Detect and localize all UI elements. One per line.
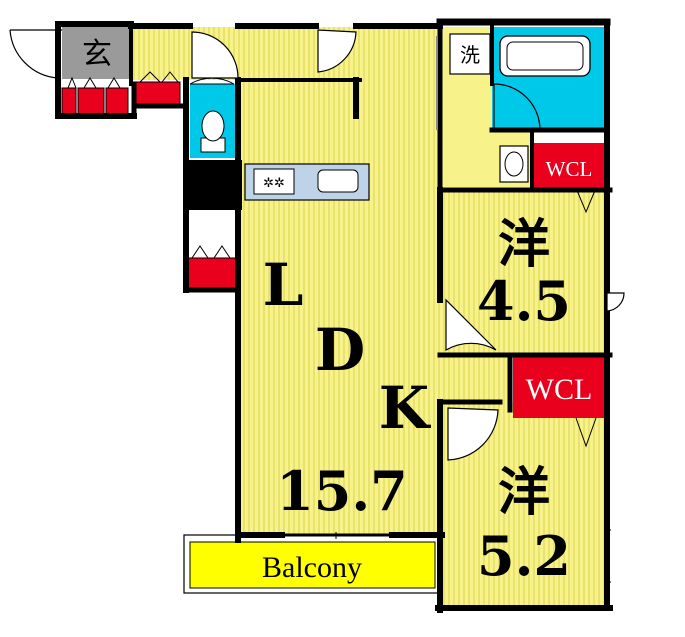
room2-size: 5.2	[477, 524, 571, 588]
room2-type: 洋	[498, 463, 550, 523]
walls	[55, 18, 613, 613]
fridge-space	[184, 160, 242, 210]
shoe-closet-1	[61, 87, 77, 115]
balcony-floor	[189, 541, 436, 589]
stove	[253, 168, 295, 195]
wcl2-box	[513, 356, 605, 418]
bathroom-door-swing	[493, 83, 541, 131]
entrance-label: 玄	[82, 37, 112, 72]
hall-closet	[135, 81, 181, 105]
toilet-icon	[200, 110, 226, 153]
wcl1-box	[534, 143, 604, 188]
bathtub	[499, 35, 591, 77]
ldk-label-l: L	[263, 251, 304, 319]
laundry-label: 洗	[460, 43, 480, 67]
ldk-size: 15.7	[276, 459, 408, 523]
window-marks	[335, 36, 611, 583]
washing-machine	[449, 33, 491, 75]
balcony-label: Balcony	[262, 551, 362, 584]
ldk-label-k: K	[379, 374, 432, 442]
wcl2-label: WCL	[526, 373, 593, 406]
ldk-closet	[187, 257, 237, 291]
room1-size: 4.5	[477, 269, 571, 333]
shoe-closet-2	[77, 87, 105, 115]
ldk-label-d: D	[315, 316, 365, 384]
room1-type: 洋	[498, 215, 550, 275]
interior-doors	[191, 29, 625, 461]
shoe-closet-3	[105, 87, 129, 115]
bathtub-inner	[506, 41, 584, 71]
entrance-door-swing	[9, 29, 62, 79]
closet-bifold-marks	[67, 71, 597, 448]
ldk-floor	[131, 27, 510, 535]
burner-icon: ✲✲	[263, 176, 285, 191]
entrance-floor	[62, 27, 132, 79]
kitchen-sink	[317, 169, 359, 193]
wcl1-label: WCL	[546, 157, 593, 181]
